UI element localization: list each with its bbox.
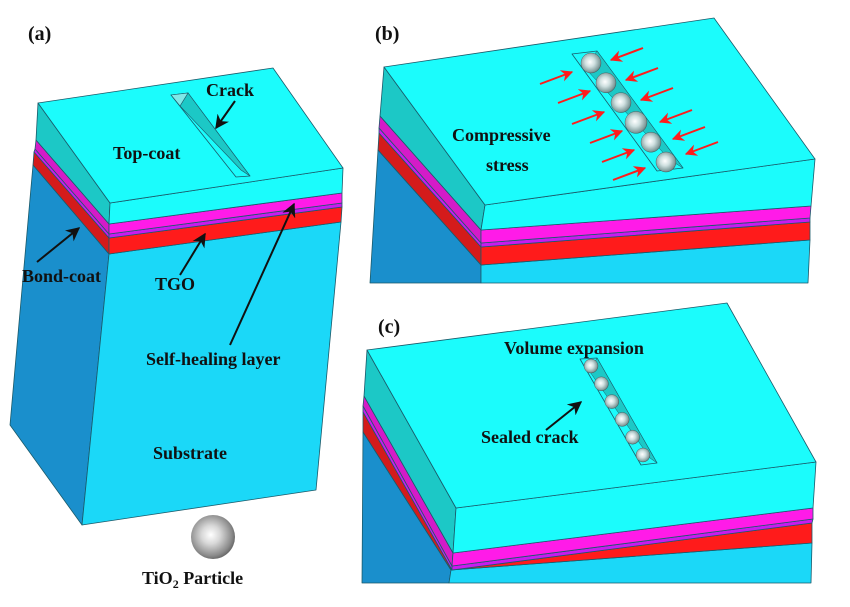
- tio2-particle-icon: [191, 515, 235, 559]
- tio2-particle-b: [580, 52, 602, 74]
- compressive-stress-arrow: [684, 141, 719, 156]
- compressive-label: Compressive: [452, 125, 551, 145]
- stress-label: stress: [486, 155, 529, 175]
- tio2-particle-c: [625, 430, 640, 445]
- volume-expansion-label: Volume expansion: [504, 338, 644, 358]
- stress-arrows-b: [539, 47, 719, 181]
- crack-arrow: [215, 100, 236, 130]
- tgo-label: TGO: [155, 274, 195, 294]
- particles-c: [583, 358, 651, 463]
- tgo-arrow: [179, 232, 206, 276]
- tio2-particle-c: [615, 412, 630, 427]
- compressive-stress-arrow: [557, 89, 592, 104]
- tio2-particle-b: [610, 92, 632, 113]
- selfhealing-label: Self-healing layer: [146, 349, 280, 369]
- crack-label: Crack: [206, 80, 254, 100]
- substrate-front: [81, 221, 342, 526]
- tio2-particle-c: [604, 394, 619, 409]
- compressive-stress-arrow: [601, 148, 636, 163]
- particles-b: [580, 52, 677, 173]
- tio2-particle-b: [655, 151, 677, 173]
- compressive-stress-arrow: [658, 109, 693, 124]
- compressive-stress-arrow: [639, 87, 674, 102]
- tio2-particle-b: [624, 111, 648, 134]
- bondcoat-arrow: [36, 227, 81, 263]
- panel-c: (c) Volume expansion Sealed crack: [361, 302, 817, 584]
- tio2-particle-b: [640, 131, 662, 153]
- panel-a: (a) Crack Top-coat Bond-coat TGO Sel: [9, 23, 344, 591]
- panel-a-label: (a): [28, 23, 51, 45]
- panel-b-label: (b): [375, 23, 399, 45]
- panel-b: (b) Compressive stress: [369, 17, 816, 284]
- compressive-stress-arrow: [571, 110, 606, 125]
- compressive-stress-arrow: [589, 129, 624, 144]
- crack-a: [170, 92, 251, 178]
- tio2-particle-b: [595, 72, 617, 94]
- topcoat-top: [37, 67, 344, 204]
- compressive-stress-arrow: [671, 126, 706, 141]
- sealed-crack-arrow: [545, 401, 583, 431]
- compressive-stress-arrow: [624, 67, 659, 82]
- panel-c-label: (c): [378, 316, 400, 338]
- tio2-particle-c: [583, 358, 599, 374]
- substrate-label: Substrate: [153, 443, 227, 463]
- tio2-particle-c: [594, 376, 609, 391]
- topcoat-top-c: [366, 302, 817, 509]
- sealed-crack-label: Sealed crack: [481, 427, 578, 447]
- bondcoat-label: Bond-coat: [22, 266, 101, 286]
- tio2-particle-label: TiO2 Particle: [142, 568, 243, 591]
- topcoat-label: Top-coat: [113, 143, 180, 163]
- compressive-stress-arrow: [539, 70, 574, 85]
- compressive-stress-arrow: [612, 166, 647, 181]
- selfhealing-arrow: [229, 202, 296, 346]
- tio2-particle-c: [635, 447, 651, 463]
- compressive-stress-arrow: [609, 47, 644, 62]
